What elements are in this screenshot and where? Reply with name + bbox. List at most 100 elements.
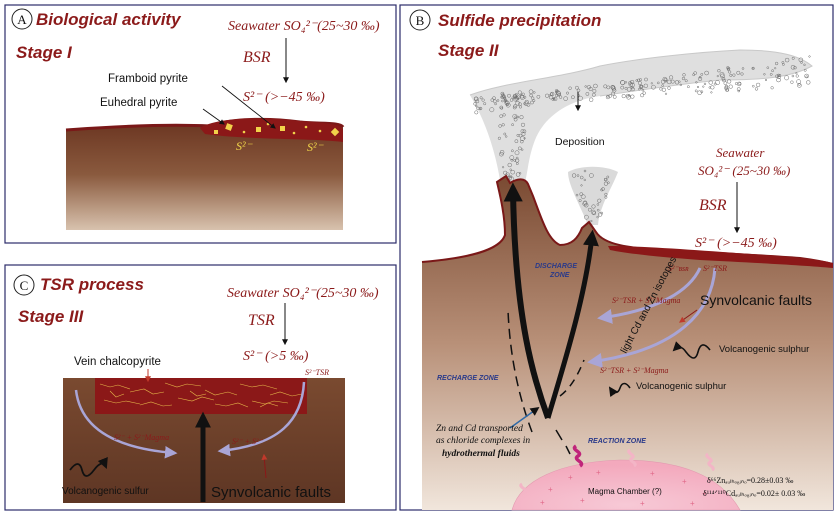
plume-bubble [803, 68, 807, 72]
plume-bubble [553, 96, 558, 101]
plume-bubble [803, 63, 806, 66]
plume-bubble [611, 86, 616, 91]
plume-bubbles [473, 55, 811, 223]
plume-bubble [601, 187, 605, 191]
plume-bubble [596, 208, 600, 212]
plume-bubble [791, 56, 795, 60]
plume-bubble [717, 69, 721, 73]
plume-bubble [575, 193, 579, 197]
panel-a-euhedral-label: Euhedral pyrite [100, 97, 177, 109]
plume-bubble [498, 124, 502, 128]
plume-bubble [736, 87, 741, 91]
plume-bubble [500, 106, 504, 110]
plume-bubble [583, 178, 586, 182]
svg-text:+: + [580, 496, 585, 505]
plume-bubble [661, 84, 664, 87]
plume-bubble [702, 85, 705, 88]
plume-bubble [584, 85, 587, 88]
panel-b-stage: Stage II [438, 41, 500, 60]
plume-bubble [513, 96, 518, 102]
plume-bubble [736, 81, 742, 87]
plume-bubble [499, 114, 503, 118]
panel-a-letter: A [17, 12, 27, 27]
volcanogenic-label-2: Volcanogenic sulphur [636, 381, 726, 392]
magma-heat-squiggle [572, 444, 584, 468]
plume-bubble [529, 93, 533, 98]
plume-bubble [608, 94, 612, 98]
plume-bubble [575, 85, 579, 90]
plume-bubble [528, 89, 534, 94]
cd-isotope: δ¹¹⁴ᐟ¹¹⁰Cdₐᵤₗₕₒ₈ᵢₙₒ=0.02± 0.03 ‰ [703, 489, 805, 498]
plume-bubble [473, 96, 479, 102]
plume-bubble [784, 57, 790, 63]
plume-bubble [679, 83, 682, 87]
plume-bubble [591, 211, 597, 216]
magma-heat-squiggle-3 [705, 452, 715, 472]
transport-arrow [509, 406, 540, 429]
plume-bubble [517, 90, 522, 95]
plume-bubble [639, 84, 644, 89]
plume-bubble [505, 135, 508, 138]
plume-bubble [737, 89, 741, 93]
plume-bubble [625, 93, 630, 98]
plume-bubble [628, 94, 631, 97]
plume-bubble [509, 155, 515, 160]
plume-bubble [501, 99, 504, 103]
panel-a-sulfide: S²⁻ (>−45 ‰) [243, 90, 325, 105]
plume-bubble [589, 97, 594, 102]
panel-b-sulfide-mound [608, 246, 833, 268]
panel-a-framboid-arrow [221, 85, 276, 129]
plume-bubble [563, 96, 568, 101]
plume-bubble [479, 96, 483, 100]
discharge-zone-2: ZONE [549, 272, 570, 279]
plume-bubble [558, 95, 563, 99]
plume-bubble [708, 80, 713, 85]
plume-bubble [514, 96, 518, 99]
panel-c-volcanogenic: Volcanogenic sulfur [62, 486, 149, 497]
plume-bubble [728, 84, 733, 89]
panel-a-stage: Stage I [16, 43, 73, 62]
plume-bubble [657, 81, 660, 85]
plume-bubble [764, 78, 768, 82]
plume-bubble [519, 136, 525, 142]
plume-bubble [501, 123, 505, 127]
plume-bubble [716, 75, 719, 78]
plume-bubble [514, 150, 520, 156]
plume-bubble [662, 76, 668, 82]
plume-bubble [703, 82, 707, 86]
plume-bubble [555, 90, 561, 96]
plume-bubble [771, 69, 774, 73]
reaction-zone: REACTION ZONE [588, 438, 646, 445]
panel-b-seawater-2: SO₄²⁻ (25~30 ‰) [698, 163, 790, 178]
svg-text:+: + [690, 499, 695, 508]
zn-isotope: δ⁶⁶Znₐᵤₗₕₒ₈ᵢₙₒ=0.28±0.03 ‰ [707, 476, 793, 485]
plume-bubble [479, 107, 482, 110]
plume-bubble [520, 94, 524, 99]
panel-c-fault-right [217, 381, 306, 457]
plume-bubble [593, 83, 598, 89]
plume-bubble [550, 92, 554, 96]
plume-bubble [763, 73, 766, 76]
plume-bubble [509, 168, 512, 171]
plume-bubble [517, 146, 522, 151]
svg-text:+: + [702, 489, 707, 498]
plume-bubble [700, 73, 704, 76]
reaction-dashes [555, 429, 571, 455]
plume-bubble [576, 88, 581, 93]
plume-bubble [578, 199, 582, 203]
panel-a: A Biological activity Stage I Seawater S… [4, 4, 397, 244]
magma-heat-squiggle-4 [519, 482, 527, 494]
plume-bubble [515, 172, 521, 177]
panel-a-badge [11, 8, 33, 30]
plume-bubble [604, 177, 608, 182]
plume-bubble [583, 169, 587, 173]
plume-bubble [629, 79, 635, 85]
recharge-dash-left [507, 309, 533, 433]
plume-bubble [518, 172, 522, 175]
plume-bubble [516, 133, 520, 137]
panel-b-badge [409, 9, 431, 31]
plume-bubble [724, 87, 729, 92]
panel-b: B Sulfide precipitation Stage II Deposit… [399, 4, 834, 511]
plume-bubble [502, 166, 505, 169]
plume-bubble [754, 87, 759, 91]
